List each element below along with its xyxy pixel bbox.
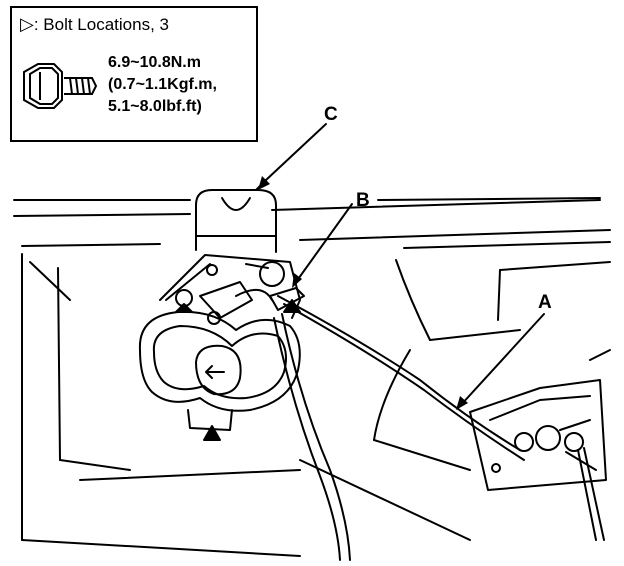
torque-spec: 6.9~10.8N.m (0.7~1.1Kgf.m, 5.1~8.0lbf.ft… <box>108 52 217 118</box>
bolt-legend-box: ▷: Bolt Locations, 3 6.9~10.8N.m (0.7~1.… <box>10 6 258 142</box>
callout-c: C <box>324 104 338 125</box>
callout-b: B <box>356 190 370 211</box>
callout-leader-lines <box>255 123 601 407</box>
body-panel-lines <box>13 199 611 557</box>
latch-cable-down <box>273 313 351 561</box>
torque-line-lbfft: 5.1~8.0lbf.ft) <box>108 98 202 115</box>
lock-cylinder-bracket <box>469 379 607 541</box>
bolt-locations-label: : Bolt Locations, 3 <box>33 15 169 34</box>
torque-line-kgfm: (0.7~1.1Kgf.m, <box>108 76 217 93</box>
bolt-locations-line: ▷: Bolt Locations, 3 <box>20 14 169 35</box>
bolt-icon <box>23 63 98 109</box>
bolt-location-triangle-icon: ▷ <box>20 14 34 34</box>
callout-arrowheads <box>258 176 468 410</box>
latch-cable-a <box>277 295 525 461</box>
tailgate-handle-cover <box>138 310 301 441</box>
torque-line-nm: 6.9~10.8N.m <box>108 54 201 71</box>
callout-a: A <box>538 292 552 313</box>
